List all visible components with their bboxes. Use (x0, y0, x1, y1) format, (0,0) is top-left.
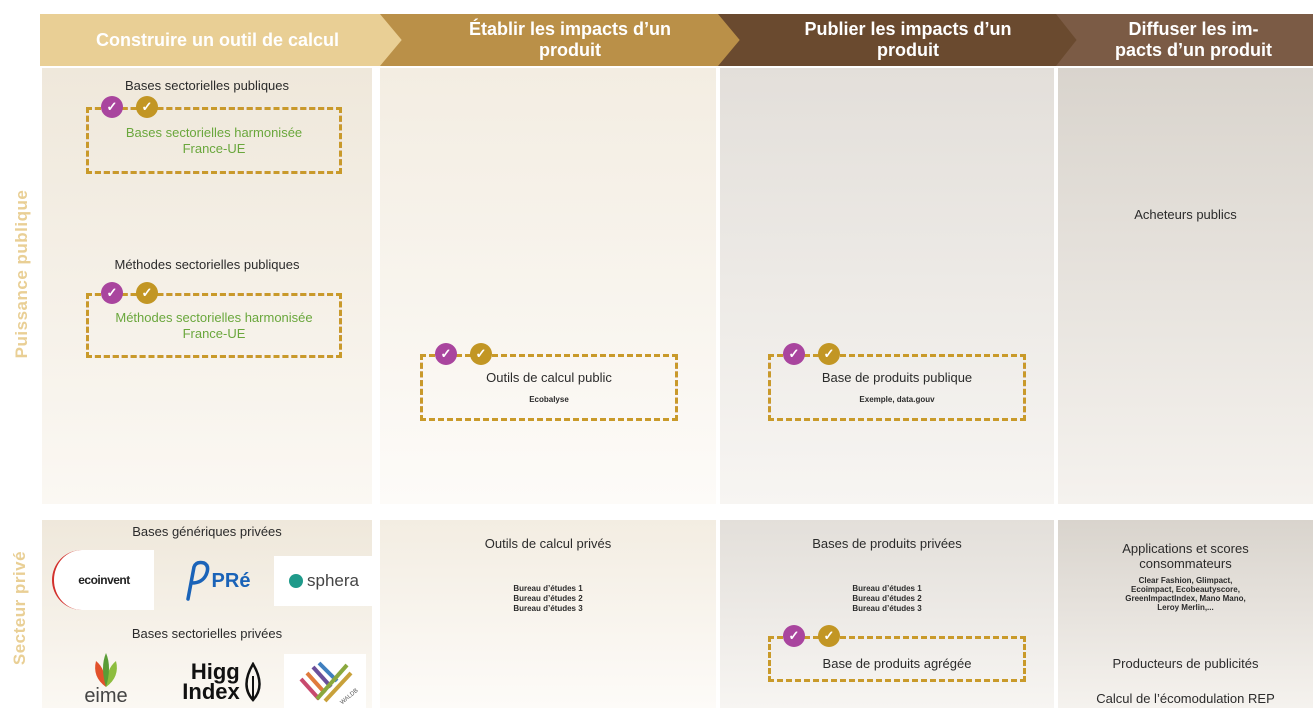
header-step-2: Établir les impacts d’un produit (380, 14, 742, 66)
applications-scores-title: Applications et scores consommateurs (1058, 541, 1313, 571)
outil-calcul-public-box: Outils de calcul public Ecobalyse (420, 354, 678, 421)
header-step-1-label: Construire un outil de calcul (95, 29, 340, 50)
list-item: Bureau d’études 1 (513, 584, 583, 593)
check-icon: ✓ (101, 96, 123, 118)
outils-calcul-prives-list: Bureau d’études 1 Bureau d’études 2 Bure… (380, 584, 716, 614)
higg-logo-text-2: Index (182, 679, 240, 704)
list-item: Bureau d’études 2 (513, 594, 583, 603)
panel-public-establish (380, 68, 716, 504)
methodes-harmonisee-line2: France-UE (182, 325, 246, 341)
list-item: Bureau d’études 3 (852, 604, 922, 613)
base-produits-agregee-title: Base de produits agrégée (822, 655, 972, 671)
methodes-sectorielles-publiques-title: Méthodes sectorielles publiques (114, 257, 300, 272)
check-icon: ✓ (136, 282, 158, 304)
ecoinvent-logo-text: ecoinvent (78, 573, 130, 587)
outil-calcul-public-sub: Ecobalyse (529, 395, 569, 404)
bases-harmonisee-box: Bases sectorielles harmonisée France-UE (86, 107, 342, 174)
higg-index-logo: Higg Index (176, 656, 272, 708)
sphera-logo: sphera (274, 556, 374, 606)
bases-generiques-privees-title: Bases génériques privées (132, 524, 282, 539)
list-item: Leroy Merlin,... (1157, 603, 1214, 612)
pre-logo-text: PRé (211, 569, 251, 592)
applications-scores-line2: consommateurs (1139, 556, 1232, 571)
header-step-3-label-line2: produit (877, 40, 939, 60)
check-icon: ✓ (101, 282, 123, 304)
base-produits-publique-title: Base de produits publique (821, 370, 973, 385)
base-produits-publique-sub: Exemple, data.gouv (859, 395, 935, 404)
acheteurs-publics: Acheteurs publics (1134, 207, 1237, 222)
check-icon: ✓ (435, 343, 457, 365)
bases-produits-privees-list: Bureau d’études 1 Bureau d’études 2 Bure… (720, 584, 1054, 614)
panel-private-establish (380, 520, 716, 708)
outils-calcul-prives-title: Outils de calcul privés (484, 536, 612, 551)
panel-public-publish (720, 68, 1054, 504)
list-item: Bureau d’études 3 (513, 604, 583, 613)
bases-harmonisee-line1: Bases sectorielles harmonisée (125, 124, 303, 140)
bases-harmonisee-line2: France-UE (182, 140, 246, 156)
eime-logo-text: eime (84, 685, 128, 707)
header-step-3-label-line1: Publier les impacts d’un (804, 19, 1012, 39)
waldb-logo: WALDB (284, 654, 366, 708)
check-icon: ✓ (818, 625, 840, 647)
eime-logo: eime (66, 650, 146, 708)
methodes-harmonisee-line1: Méthodes sectorielles harmonisée (115, 309, 313, 325)
pre-logo-mark-icon (185, 560, 209, 601)
check-icon: ✓ (136, 96, 158, 118)
row-label-private: Secteur privé (10, 550, 29, 666)
list-item: Ecoimpact, Ecobeautyscore, (1131, 585, 1240, 594)
outil-calcul-public-title: Outils de calcul public (486, 370, 612, 385)
check-icon: ✓ (818, 343, 840, 365)
producteurs-publicites: Producteurs de publicités (1112, 656, 1259, 671)
list-item: Clear Fashion, Glimpact, (1138, 576, 1233, 585)
header-step-4-label-line2: pacts d’un produit (1115, 40, 1272, 60)
base-produits-agregee-box: Base de produits agrégée (768, 636, 1026, 682)
applications-scores-list: Clear Fashion, Glimpact, Ecoimpact, Ecob… (1058, 576, 1313, 612)
header-step-2-label-line1: Établir les impacts d’un (468, 19, 672, 39)
header-step-4: Diffuser les im- pacts d’un produit (1056, 14, 1313, 66)
header-step-4-label-line1: Diffuser les im- (1128, 19, 1259, 39)
panel-private-diffuse (1058, 520, 1313, 708)
sphera-mark-icon (289, 574, 303, 588)
pre-logo: PRé (170, 556, 262, 606)
bases-produits-privees-title: Bases de produits privées (812, 536, 962, 551)
applications-scores-line1: Applications et scores (1122, 541, 1249, 556)
higg-leaf-icon (244, 662, 261, 702)
list-item: Bureau d’études 2 (852, 594, 922, 603)
row-label-public: Puissance publique (12, 189, 31, 359)
panel-public-diffuse (1058, 68, 1313, 504)
check-icon: ✓ (470, 343, 492, 365)
header-step-2-label-line2: produit (539, 40, 601, 60)
higg-logo-text-1: Higg (190, 659, 240, 684)
check-icon: ✓ (783, 625, 805, 647)
eime-leaf-icon (95, 653, 117, 687)
base-produits-publique-box: Base de produits publique Exemple, data.… (768, 354, 1026, 421)
bases-sectorielles-privees-title: Bases sectorielles privées (131, 626, 283, 641)
list-item: GreenImpactIndex, Mano Mano, (1125, 594, 1246, 603)
sphera-logo-text: sphera (307, 571, 359, 590)
bases-sectorielles-publiques-title: Bases sectorielles publiques (124, 78, 290, 93)
header-step-1: Construire un outil de calcul (40, 14, 405, 66)
ecoinvent-logo: ecoinvent (52, 550, 154, 610)
methodes-harmonisee-box: Méthodes sectorielles harmonisée France-… (86, 293, 342, 358)
list-item: Bureau d’études 1 (852, 584, 922, 593)
waldb-mark-icon (299, 661, 353, 703)
header-step-3: Publier les impacts d’un produit (718, 14, 1080, 66)
calcul-ecomodulation: Calcul de l’écomodulation REP (1096, 691, 1275, 706)
check-icon: ✓ (783, 343, 805, 365)
